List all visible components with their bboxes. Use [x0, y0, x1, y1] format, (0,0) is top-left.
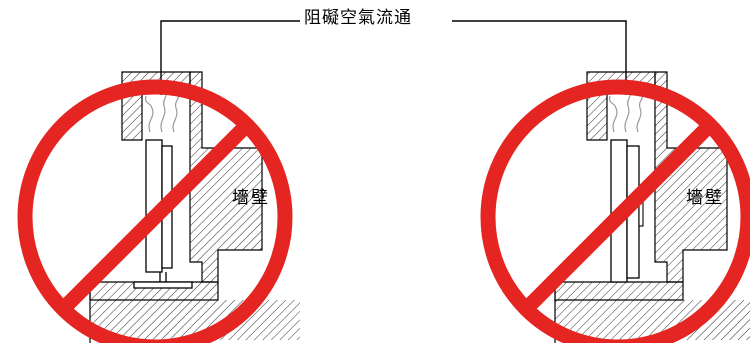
prohibition-sign-icon — [17, 79, 293, 343]
heat-vapor-icon — [145, 91, 180, 133]
wall-icon — [89, 71, 300, 343]
wall-label-left: 墻壁 — [232, 188, 270, 208]
prohibition-sign-icon — [480, 79, 750, 343]
caption-leader-lines — [160, 20, 627, 95]
right-panel — [480, 71, 750, 343]
wall-label-right: 墻壁 — [686, 188, 724, 208]
left-panel — [17, 71, 300, 343]
caption-label: 阻礙空氣流通 — [300, 10, 416, 27]
heat-vapor-icon — [609, 91, 644, 133]
